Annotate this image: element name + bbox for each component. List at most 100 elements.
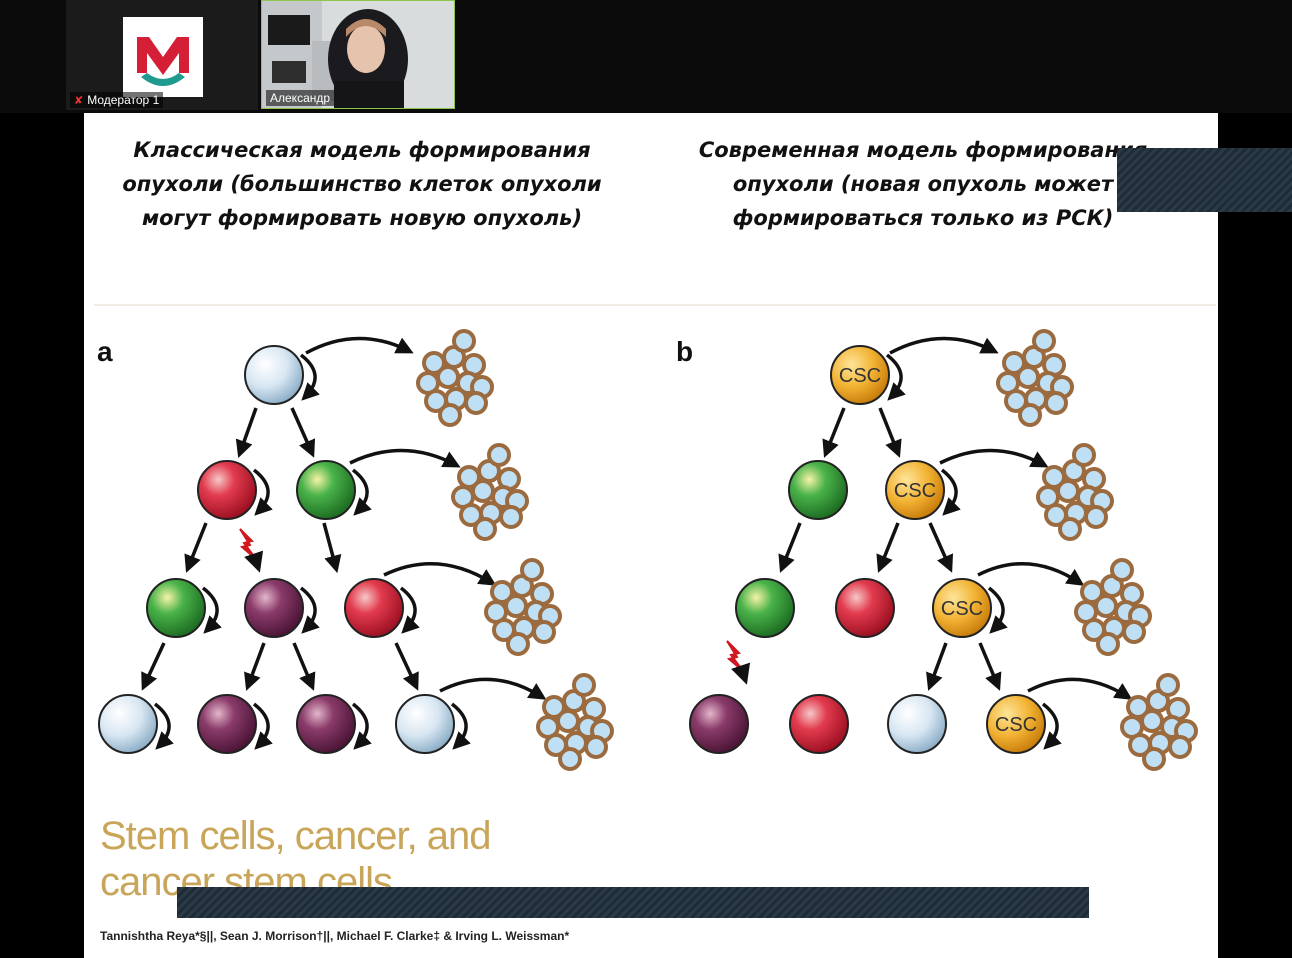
red-cell bbox=[835, 578, 895, 638]
participant-tile-moderator[interactable]: ✘ Модератор 1 bbox=[66, 0, 258, 110]
differentiation-arrow bbox=[141, 642, 166, 691]
tumor-cell bbox=[572, 673, 596, 697]
tumor-cell bbox=[464, 391, 488, 415]
tumor-cell bbox=[504, 594, 528, 618]
tumor-cell bbox=[471, 479, 495, 503]
differentiation-arrow bbox=[978, 642, 1002, 691]
mutation-icon bbox=[239, 528, 257, 560]
self-renewal-arrow bbox=[153, 702, 174, 750]
white-cell bbox=[244, 345, 304, 405]
tumor-cell bbox=[584, 735, 608, 759]
red-cell bbox=[197, 460, 257, 520]
tumor-cell bbox=[1018, 403, 1042, 427]
tumor-cell bbox=[1072, 443, 1096, 467]
self-renewal-arrow bbox=[987, 586, 1008, 634]
tumor-cell bbox=[473, 517, 497, 541]
self-renewal-arrow bbox=[252, 702, 273, 750]
self-renewal-arrow bbox=[201, 586, 222, 634]
purple-cell bbox=[689, 694, 749, 754]
tumor-formation-arrow bbox=[383, 562, 497, 586]
mutation-arrow bbox=[731, 662, 751, 685]
csc-label: CSC bbox=[995, 714, 1037, 736]
csc-cell bbox=[830, 345, 890, 405]
green-cell bbox=[788, 460, 848, 520]
differentiation-arrow bbox=[322, 522, 342, 574]
participant-name: Модератор 1 bbox=[87, 93, 160, 107]
csc-label: CSC bbox=[894, 480, 936, 502]
tumor-cell bbox=[556, 709, 580, 733]
csc-cell bbox=[885, 460, 945, 520]
tumor-cell bbox=[487, 443, 511, 467]
self-renewal-arrow bbox=[252, 468, 273, 516]
screen-share-toolbar-overlay bbox=[177, 887, 1089, 918]
self-renewal-arrow bbox=[940, 468, 961, 516]
white-cell bbox=[887, 694, 947, 754]
tumor-cell bbox=[1122, 620, 1146, 644]
self-renewal-arrow bbox=[450, 702, 471, 750]
organization-logo bbox=[123, 17, 203, 97]
self-renewal-arrow bbox=[351, 468, 372, 516]
differentiation-arrow bbox=[926, 642, 948, 691]
tumor-cell bbox=[1056, 479, 1080, 503]
differentiation-arrow bbox=[184, 522, 208, 573]
tumor-formation-arrow bbox=[1027, 677, 1133, 700]
participant-name-label: Александр bbox=[266, 90, 335, 106]
tumor-cell bbox=[1096, 632, 1120, 656]
purple-cell bbox=[244, 578, 304, 638]
self-renewal-arrow bbox=[299, 353, 320, 401]
tumor-cell bbox=[1094, 594, 1118, 618]
differentiation-arrow bbox=[778, 522, 802, 573]
white-cell bbox=[395, 694, 455, 754]
modern-model-heading: Современная модель формирования опухоли … bbox=[698, 138, 1148, 230]
participant-tile-speaker[interactable]: Александр bbox=[261, 0, 455, 109]
tumor-formation-arrow bbox=[939, 448, 1049, 468]
purple-cell bbox=[296, 694, 356, 754]
cell-hierarchy-diagram: CSC CSC CSC CSC bbox=[98, 329, 1198, 771]
tumor-cell bbox=[436, 365, 460, 389]
tumor-cell bbox=[1058, 517, 1082, 541]
differentiation-arrow bbox=[928, 522, 954, 573]
tumor-cell bbox=[1140, 709, 1164, 733]
self-renewal-arrow bbox=[299, 586, 320, 634]
differentiation-arrow bbox=[394, 642, 419, 691]
panel-b-letter: b bbox=[676, 336, 694, 367]
tumor-cell bbox=[1156, 673, 1180, 697]
tumor-formation-arrow bbox=[439, 677, 547, 700]
tumor-formation-arrow bbox=[889, 336, 999, 355]
mutation-arrow bbox=[244, 550, 264, 573]
tumor-cell bbox=[499, 505, 523, 529]
tumor-cell bbox=[452, 329, 476, 353]
tumor-formation-arrow bbox=[977, 562, 1085, 586]
self-renewal-arrow bbox=[351, 702, 372, 750]
muted-mic-icon: ✘ bbox=[74, 94, 84, 107]
tumor-formation-arrow bbox=[349, 448, 461, 468]
paper-authors: Tannishtha Reya*§||, Sean J. Morrison†||… bbox=[100, 929, 570, 943]
tumor-cell bbox=[506, 632, 530, 656]
csc-label: CSC bbox=[941, 598, 983, 620]
differentiation-arrow bbox=[244, 642, 266, 691]
self-renewal-arrow bbox=[1041, 702, 1062, 750]
csc-label: CSC bbox=[839, 365, 881, 387]
csc-cell bbox=[986, 694, 1046, 754]
differentiation-arrow bbox=[878, 407, 902, 458]
screen-share-overlay bbox=[1117, 148, 1292, 212]
self-renewal-arrow bbox=[885, 353, 906, 401]
tumor-cell bbox=[438, 403, 462, 427]
green-cell bbox=[146, 578, 206, 638]
shared-slide: Классическая модель формирования опухоли… bbox=[84, 113, 1218, 958]
differentiation-arrow bbox=[822, 407, 846, 458]
tumor-formation-arrow bbox=[305, 336, 414, 355]
tumor-cell bbox=[1044, 391, 1068, 415]
green-cell bbox=[735, 578, 795, 638]
differentiation-arrow bbox=[876, 522, 900, 573]
tumor-cell bbox=[1084, 505, 1108, 529]
green-cell bbox=[296, 460, 356, 520]
differentiation-arrow bbox=[290, 407, 316, 458]
panel-a-letter: a bbox=[97, 336, 113, 367]
classic-model-heading: Классическая модель формирования опухоли… bbox=[122, 138, 602, 230]
mutation-icon bbox=[726, 640, 744, 672]
tumor-cell bbox=[520, 558, 544, 582]
tumor-cell bbox=[1032, 329, 1056, 353]
video-strip: ✘ Модератор 1 Александр bbox=[0, 0, 1292, 113]
tumor-cell bbox=[1110, 558, 1134, 582]
